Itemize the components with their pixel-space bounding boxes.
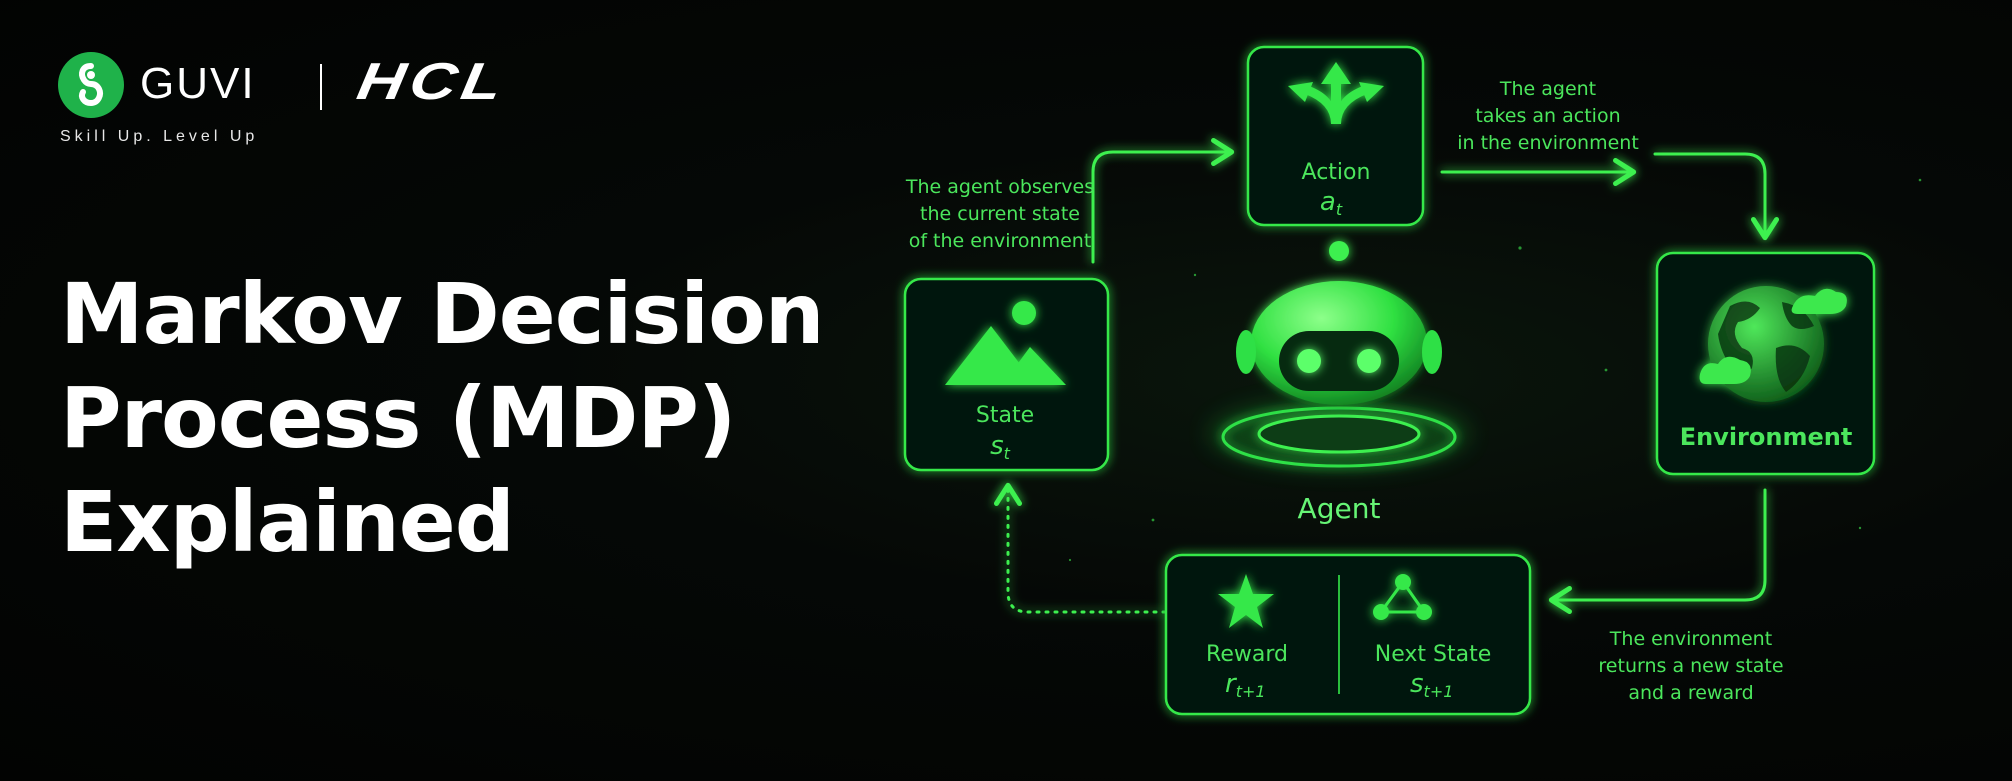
title-line-1: Markov Decision <box>60 265 825 363</box>
note-returns-line-3: and a reward <box>1628 682 1753 704</box>
reward-symbol: rt+1 <box>1225 669 1266 701</box>
arrow-environment-to-reward <box>1548 488 1767 615</box>
note-observe-line-1: The agent observes <box>905 176 1094 198</box>
next-state-label: Next State <box>1375 642 1491 667</box>
branch-arrows-icon <box>1288 62 1384 124</box>
note-action-line-2: takes an action <box>1475 105 1620 127</box>
reward-label: Reward <box>1206 642 1288 667</box>
star-icon <box>1218 574 1274 628</box>
title-line-3: Explained <box>60 473 515 571</box>
environment-node: Environment <box>1655 251 1876 476</box>
brand-name: GUVI <box>140 59 256 108</box>
agent-node: Agent <box>1209 241 1469 525</box>
note-action: The agent takes an action in the environ… <box>1457 78 1639 154</box>
note-observe-line-3: of the environment <box>909 230 1092 252</box>
reward-next-state-node: Reward rt+1 Next State st+1 <box>1164 553 1532 716</box>
note-returns: The environment returns a new state and … <box>1598 628 1783 704</box>
sparkles-decoration <box>1068 88 1922 562</box>
note-observe-line-2: the current state <box>920 203 1080 225</box>
state-symbol: st <box>990 431 1011 463</box>
action-symbol: at <box>1320 187 1343 219</box>
brand-tagline: Skill Up. Level Up <box>60 128 259 145</box>
note-returns-line-1: The environment <box>1609 628 1772 650</box>
note-returns-line-2: returns a new state <box>1598 655 1783 677</box>
action-node: Action at <box>1246 45 1425 227</box>
arrow-state-to-action <box>1091 137 1235 264</box>
robot-icon <box>1221 241 1457 468</box>
environment-label: Environment <box>1680 423 1853 451</box>
note-action-line-3: in the environment <box>1457 132 1639 154</box>
action-label: Action <box>1302 160 1371 185</box>
globe-icon <box>1699 286 1847 402</box>
state-label: State <box>976 403 1034 428</box>
title-line-2: Process (MDP) <box>60 369 736 467</box>
brand-divider <box>320 64 322 110</box>
arrow-to-environment-down <box>1653 152 1780 241</box>
note-action-line-1: The agent <box>1499 78 1596 100</box>
landscape-icon <box>945 301 1066 385</box>
arrow-reward-to-state <box>993 482 1167 614</box>
state-node: State st <box>903 277 1110 472</box>
graph-icon <box>1373 574 1432 620</box>
page-title: Markov Decision Process (MDP) Explained <box>60 262 825 574</box>
brand-logo: GUVI HCL Skill Up. Level Up <box>58 52 512 152</box>
next-state-symbol: st+1 <box>1410 669 1453 701</box>
agent-label: Agent <box>1298 492 1381 525</box>
note-observe: The agent observes the current state of … <box>905 176 1094 252</box>
guvi-logo-icon <box>58 52 124 118</box>
